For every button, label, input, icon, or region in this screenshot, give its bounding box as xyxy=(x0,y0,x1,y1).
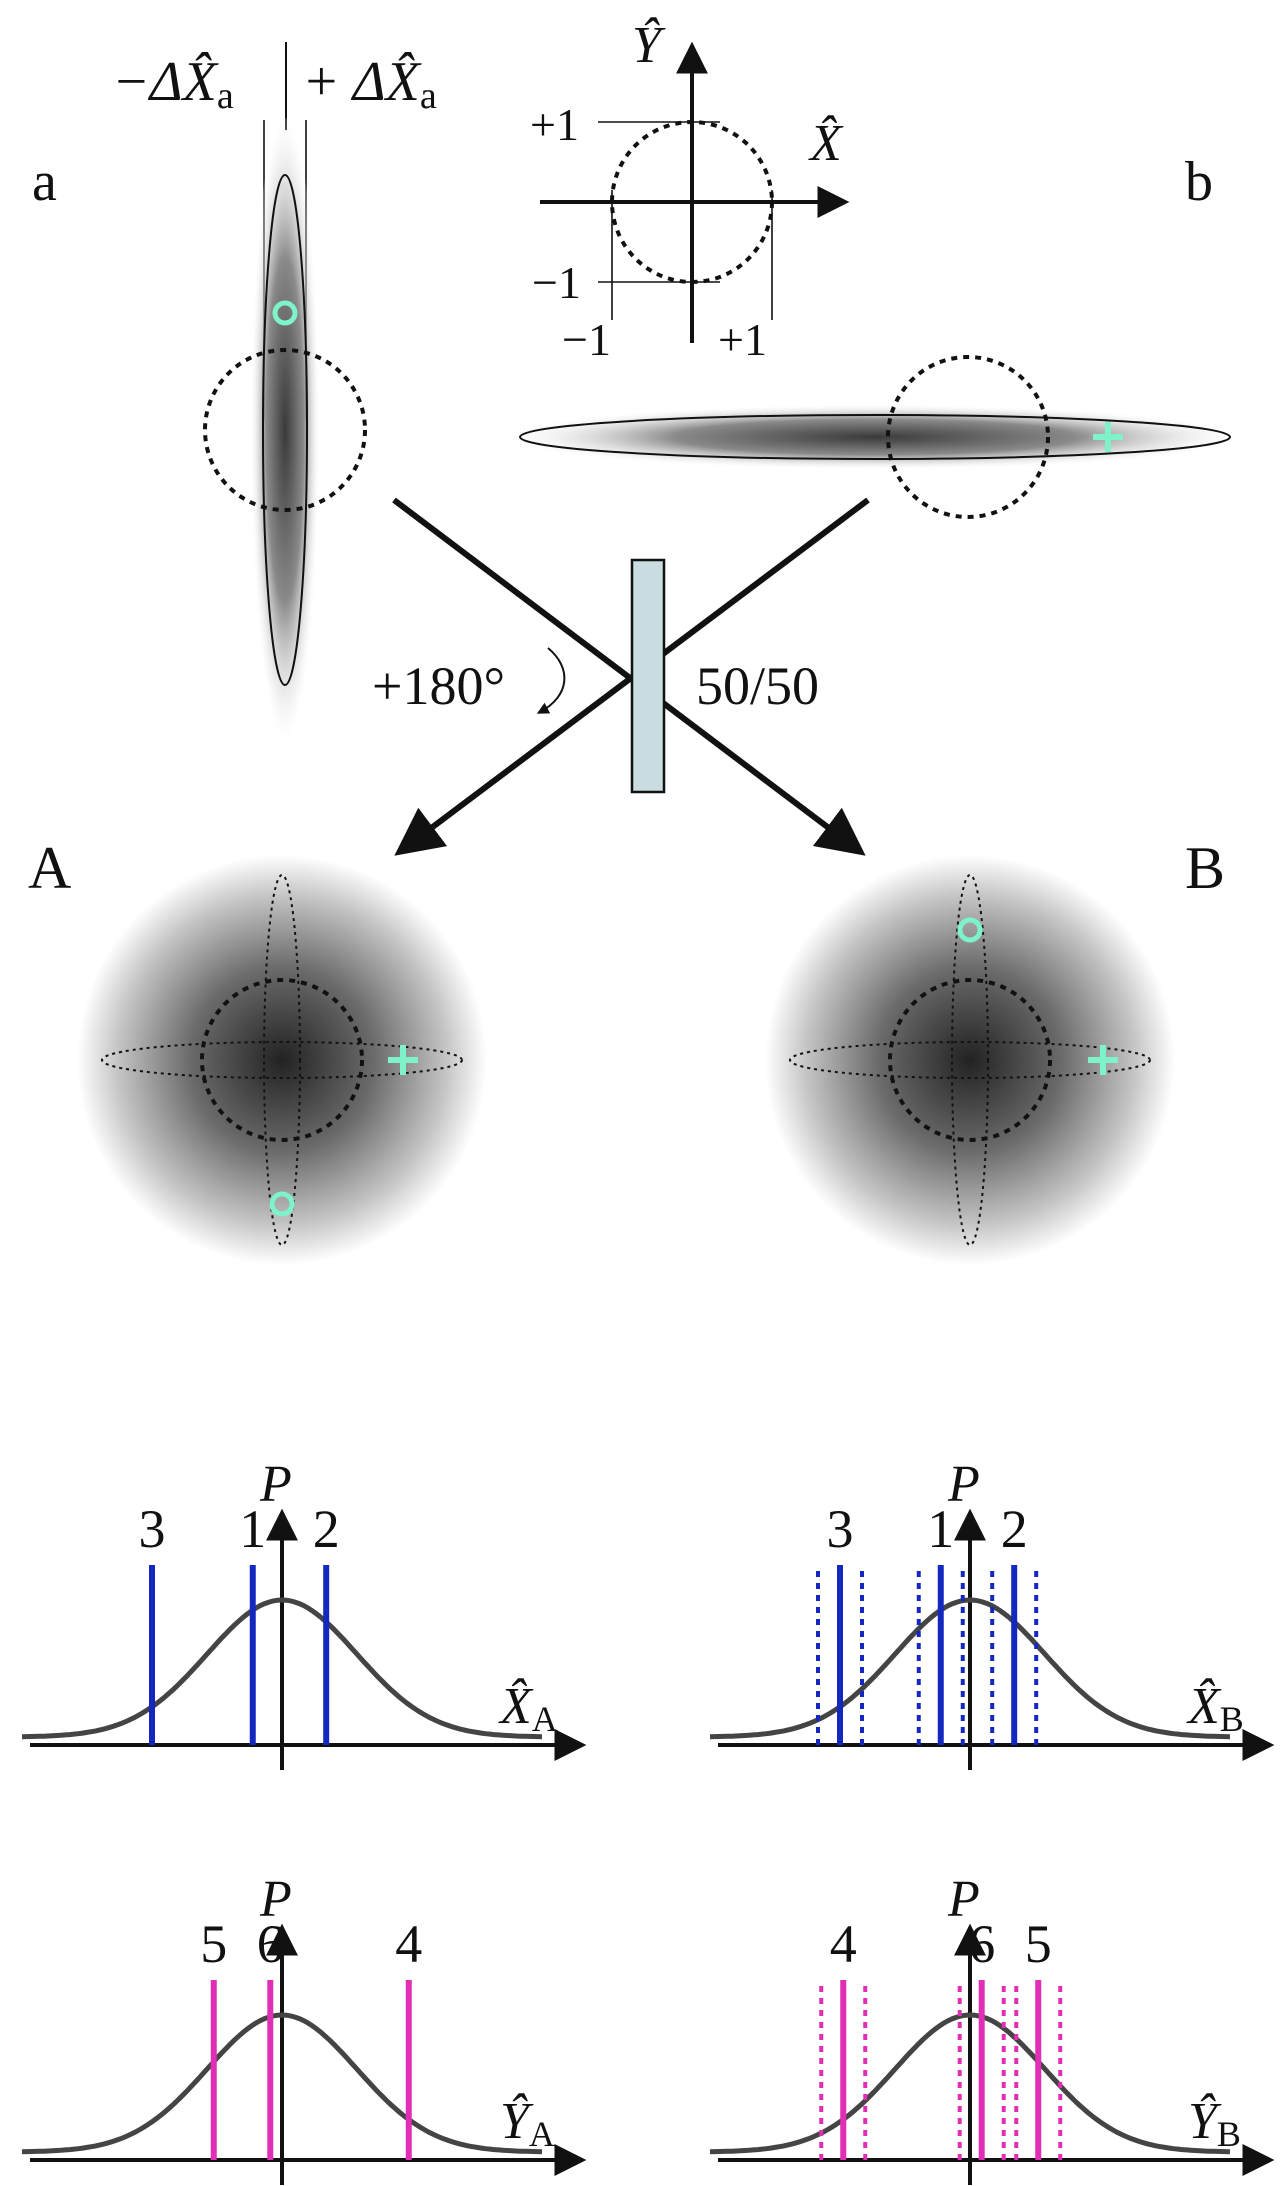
measurement-label-6: 6 xyxy=(257,1914,284,1974)
measurement-label-4: 4 xyxy=(395,1914,422,1974)
input-state-a xyxy=(203,118,367,742)
inset-tick-y-minus: −1 xyxy=(532,257,581,308)
rotation-label: +180° xyxy=(372,656,505,716)
plus-delta-label: + ΔX̂a xyxy=(302,51,437,117)
inset-tick-y-plus: +1 xyxy=(530,99,579,150)
measurement-label-3: 3 xyxy=(827,1499,854,1559)
probability-label: P xyxy=(947,1456,980,1513)
plot-axis-label: ŶA xyxy=(500,2092,555,2154)
probability-curve xyxy=(709,2012,1231,2155)
inset-tick-x-minus: −1 xyxy=(562,314,611,365)
plot-axis-label: X̂B xyxy=(1186,1678,1244,1739)
panel-label-a: a xyxy=(32,151,57,213)
inset-tick-x-plus: +1 xyxy=(718,314,767,365)
measurement-label-4: 4 xyxy=(830,1914,857,1974)
inset-y-axis-label: Ŷ xyxy=(632,16,666,74)
probability-label: P xyxy=(259,1871,292,1928)
marker-cross-icon xyxy=(1093,422,1123,452)
phase-space-inset: Ŷ X̂ +1 −1 −1 +1 xyxy=(530,16,850,365)
measurement-label-5: 5 xyxy=(1025,1914,1052,1974)
panel-label-B: B xyxy=(1185,835,1225,901)
probability-curve xyxy=(709,1597,1231,1740)
inset-x-axis-label: X̂ xyxy=(808,115,844,172)
plot-axis-label: X̂A xyxy=(498,1678,558,1739)
measurement-label-3: 3 xyxy=(139,1499,166,1559)
output-state-A xyxy=(77,855,487,1265)
probability-curve xyxy=(21,2012,543,2155)
panel-label-b: b xyxy=(1185,151,1213,213)
measurement-label-2: 2 xyxy=(1001,1499,1028,1559)
marker-circle-icon xyxy=(272,300,298,326)
rotation-arrow xyxy=(536,647,566,714)
probability-label: P xyxy=(259,1456,292,1513)
plot-axis-label: ŶB xyxy=(1188,2092,1241,2154)
marker-cross-icon xyxy=(1088,1045,1118,1075)
beamsplitter xyxy=(630,558,666,794)
measurement-label-1: 1 xyxy=(239,1499,266,1559)
measurement-label-6: 6 xyxy=(968,1914,995,1974)
marker-circle-icon xyxy=(957,917,983,943)
minus-delta-label: −ΔX̂a xyxy=(112,51,234,117)
panel-label-A: A xyxy=(28,835,71,901)
beamsplitter-label: 50/50 xyxy=(696,656,819,716)
probability-curve xyxy=(21,1597,543,1740)
probability-label: P xyxy=(947,1871,980,1928)
measurement-label-5: 5 xyxy=(200,1914,227,1974)
marker-circle-icon xyxy=(269,1191,295,1217)
output-state-B xyxy=(765,855,1175,1265)
measurement-label-1: 1 xyxy=(927,1499,954,1559)
input-state-b xyxy=(510,355,1240,519)
measurement-label-2: 2 xyxy=(313,1499,340,1559)
marker-cross-icon xyxy=(388,1045,418,1075)
